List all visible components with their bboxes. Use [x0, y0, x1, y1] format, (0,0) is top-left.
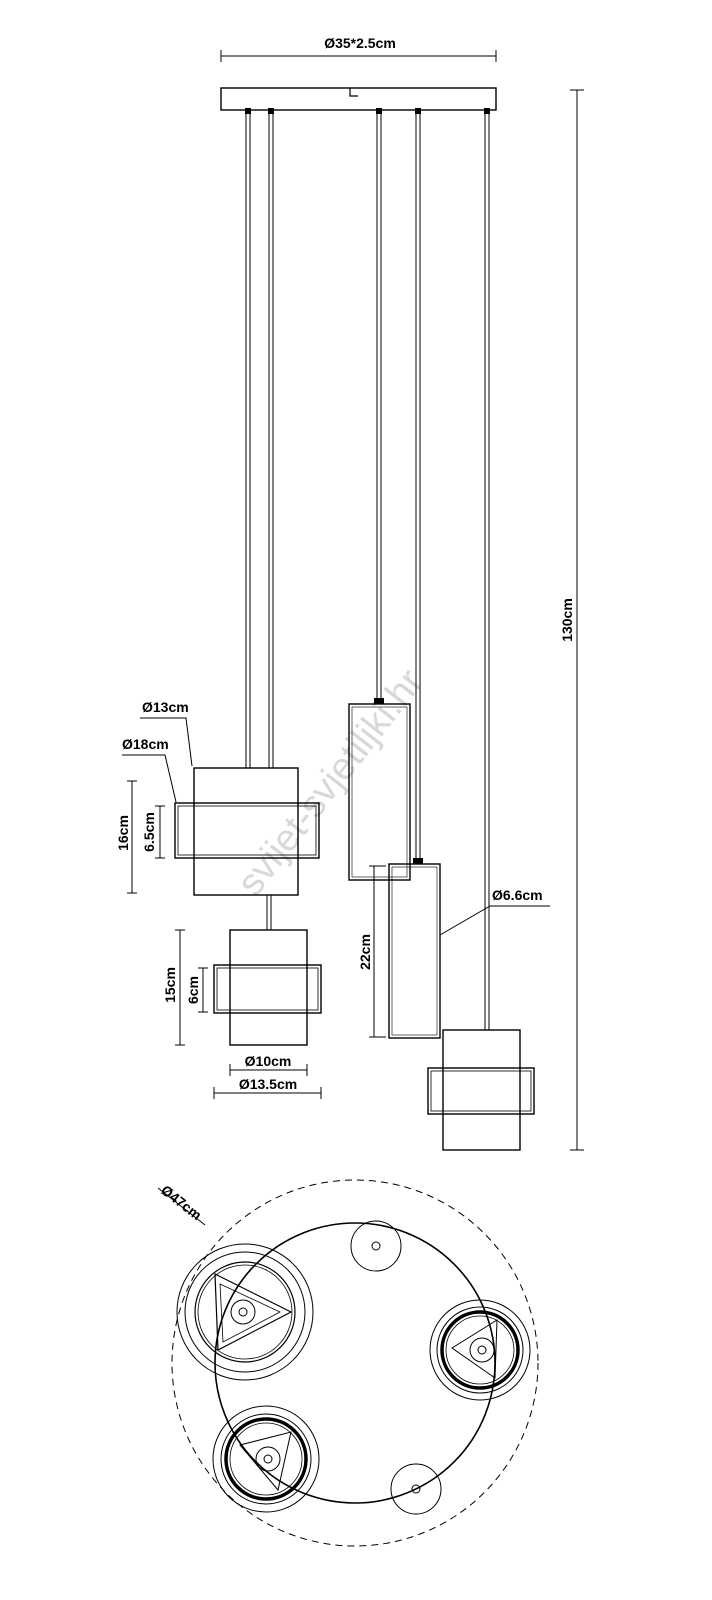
plan-view: Ø47cm [157, 1179, 539, 1547]
plan-shade-large [176, 1243, 314, 1381]
tube-height: 22cm [357, 934, 373, 970]
shade-large-dimensions: Ø13cm Ø18cm 16cm 6.5cm [115, 699, 193, 894]
shade-large-outer-diameter: Ø18cm [122, 736, 169, 752]
shade-medium-height: 15cm [162, 967, 178, 1003]
total-height-label: 130cm [559, 598, 575, 642]
pendant-tube-upper [348, 698, 411, 881]
shade-medium-band-height: 6cm [185, 976, 201, 1004]
plan-diameter-dimension: Ø47cm [157, 1182, 206, 1226]
shade-large-inner-diameter: Ø13cm [142, 699, 189, 715]
tube-dimensions: 22cm Ø6.6cm [357, 865, 550, 1038]
canopy [220, 87, 497, 114]
shade-medium-outer-diameter: Ø13.5cm [239, 1076, 297, 1092]
shade-medium-inner-diameter: Ø10cm [245, 1053, 292, 1069]
watermark: svijet-svjetiljki.hr [230, 661, 432, 903]
pendant-shade-large [174, 767, 320, 896]
pendant-shade-medium [213, 929, 322, 1046]
plan-shade-right [429, 1299, 531, 1401]
canopy-dimension-label: Ø35*2.5cm [324, 35, 396, 51]
pendant-shade-small [427, 1029, 535, 1151]
shade-medium-dimensions: 15cm 6cm Ø10cm Ø13.5cm [162, 929, 322, 1099]
canopy-dimension: Ø35*2.5cm [220, 35, 497, 62]
shade-large-height: 16cm [115, 815, 131, 851]
plan-shade-lower [212, 1405, 320, 1513]
total-height-dimension: 130cm [559, 89, 584, 1151]
plan-tube-bottom [390, 1463, 442, 1515]
shade-large-band-height: 6.5cm [141, 812, 157, 852]
pendant-tube-lower [388, 858, 441, 1039]
tube-diameter: Ø6.6cm [492, 887, 543, 903]
cables [245, 114, 490, 1030]
plan-tube-top [350, 1220, 402, 1272]
plan-diameter-label: Ø47cm [158, 1182, 205, 1223]
